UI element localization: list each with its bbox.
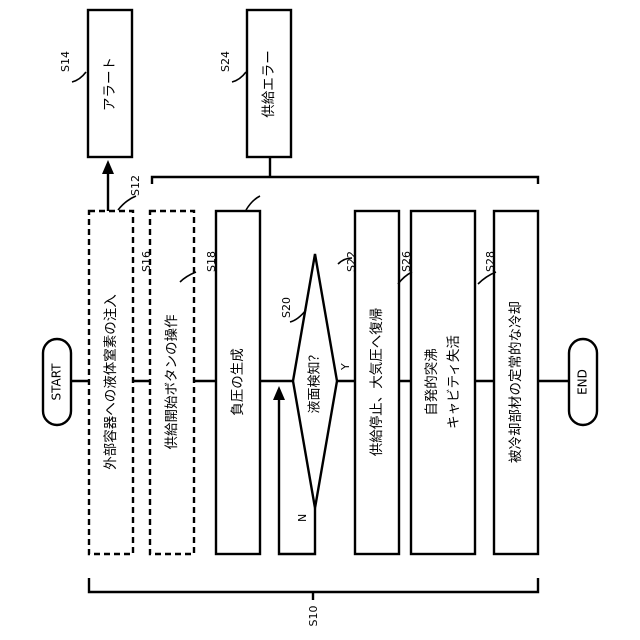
label-s28: S28 (484, 251, 497, 272)
leader-s18 (246, 196, 260, 210)
step-s28-text: 被冷却部材の定常的な冷却 (508, 301, 524, 463)
arrowhead-s14 (102, 160, 114, 174)
step-s18-text: 負圧の生成 (230, 348, 246, 416)
bottom-bracket (89, 578, 538, 592)
step-s14-text: アラート (102, 57, 118, 111)
label-s10: S10 (307, 606, 320, 627)
step-s12-text: 外部容器への液体窒素の注入 (102, 294, 119, 470)
start-terminal: START (43, 339, 71, 425)
step-s26-box: 自発的突沸 キャビティ失活 (411, 211, 475, 554)
label-s16: S16 (140, 251, 153, 272)
label-s14: S14 (59, 51, 72, 72)
no-label: N (296, 514, 309, 522)
step-s18-box: 負圧の生成 (216, 211, 260, 554)
step-s20-decision: 液面検知？ (293, 254, 337, 508)
yes-label: Y (339, 363, 352, 371)
step-s14-box: アラート (88, 10, 132, 157)
label-s26: S26 (400, 251, 413, 272)
step-s28-box: 被冷却部材の定常的な冷却 (494, 211, 538, 554)
label-s22: S22 (345, 251, 358, 272)
step-s24-text: 供給エラー (261, 50, 277, 118)
step-s20-text: 液面検知？ (307, 348, 323, 413)
step-s16-box: 供給開始ボタンの操作 (150, 211, 194, 554)
label-s18: S18 (205, 251, 218, 272)
top-bracket (152, 177, 538, 184)
step-s12-box: 外部容器への液体窒素の注入 (89, 211, 133, 554)
step-s22-box: 供給停止、大気圧へ復帰 (355, 211, 399, 554)
leader-s14 (72, 72, 86, 82)
no-loop-arrowhead (273, 386, 285, 400)
step-s24-box: 供給エラー (247, 10, 291, 157)
step-s26-line2: キャビティ失活 (446, 335, 462, 429)
step-s22-text: 供給停止、大気圧へ復帰 (368, 308, 385, 457)
label-s20: S20 (280, 297, 293, 318)
end-terminal: END (569, 339, 597, 425)
leader-s12 (118, 196, 136, 210)
step-s16-text: 供給開始ボタンの操作 (164, 315, 180, 450)
leader-s24 (232, 72, 246, 82)
start-label: START (50, 363, 64, 401)
label-s24: S24 (219, 51, 232, 72)
end-label: END (576, 369, 590, 395)
step-s26-line1: 自発的突沸 (424, 348, 440, 416)
label-s12: S12 (129, 175, 142, 196)
